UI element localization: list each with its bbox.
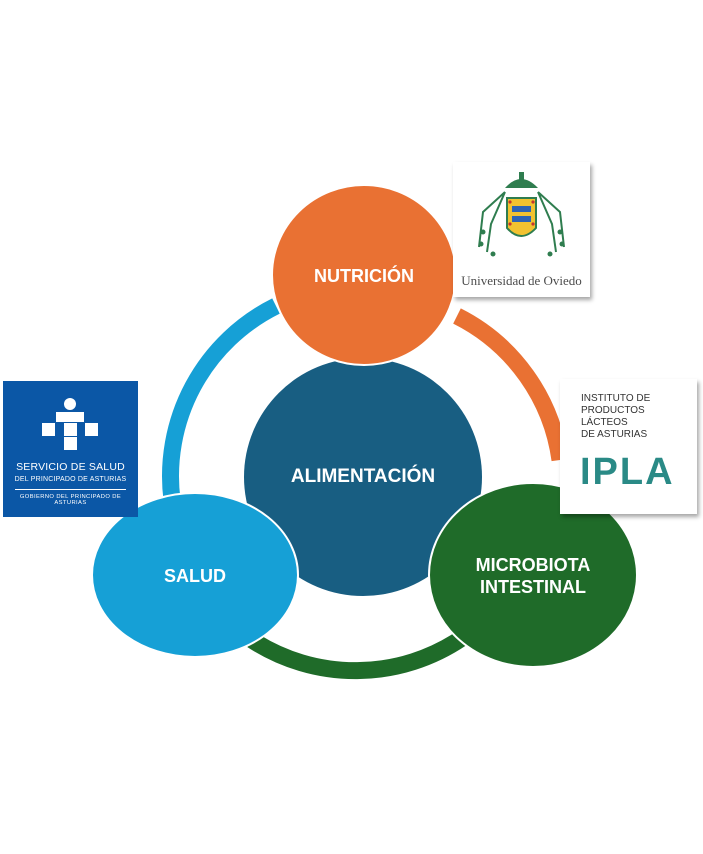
sespa-subtitle: DEL PRINCIPADO DE ASTURIAS xyxy=(14,476,127,483)
node-microbiota xyxy=(428,482,638,668)
center-node-alimentacion xyxy=(244,358,482,596)
uniovi-logo: Universidad de Oviedo xyxy=(453,162,590,297)
node-salud xyxy=(91,492,299,658)
ipla-name: INSTITUTO DE PRODUCTOS LÁCTEOS DE ASTURI… xyxy=(581,393,651,440)
sespa-divider xyxy=(15,489,126,490)
center-label: ALIMENTACIÓN xyxy=(290,466,436,488)
sespa-government: GOBIERNO DEL PRINCIPADO DE ASTURIAS xyxy=(19,494,122,506)
node-label-nutricion: NUTRICIÓN xyxy=(314,265,414,286)
ring-arc-microbiota-salud xyxy=(247,630,467,680)
ipla-mark: IPLA xyxy=(580,451,675,493)
ipla-logo: INSTITUTO DE PRODUCTOS LÁCTEOS DE ASTURI… xyxy=(560,379,697,514)
health-cross-icon xyxy=(42,398,98,450)
uniovi-crest-icon xyxy=(478,172,565,257)
ring-arc-nutricion-microbiota xyxy=(453,308,569,462)
sespa-logo: SERVICIO DE SALUD DEL PRINCIPADO DE ASTU… xyxy=(3,381,138,517)
node-label-salud: SALUD xyxy=(164,565,226,586)
ring-arc-salud-nutricion xyxy=(162,298,280,502)
node-label-microbiota: MICROBIOTA INTESTINAL xyxy=(475,554,591,598)
uniovi-name: Universidad de Oviedo xyxy=(461,273,582,288)
sespa-name: SERVICIO DE SALUD xyxy=(16,461,125,473)
